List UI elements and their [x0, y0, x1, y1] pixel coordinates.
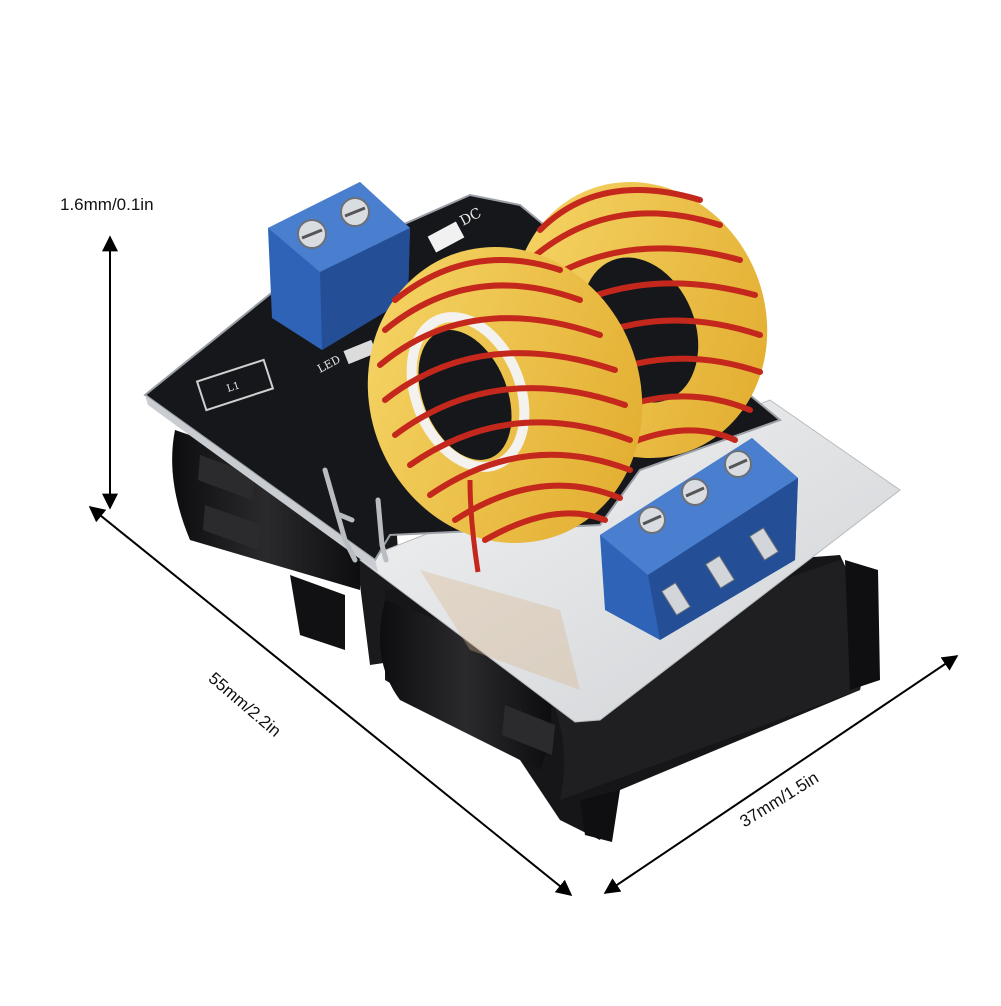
screw-icon — [724, 450, 752, 478]
component-leads — [322, 467, 389, 563]
input-terminal-block — [268, 182, 410, 350]
length-dimension-arrow — [88, 505, 573, 897]
screw-icon — [297, 219, 327, 249]
screw-icon — [681, 478, 709, 506]
height-dimension-label: 1.6mm/0.1in — [60, 195, 154, 214]
left-capacitor — [172, 430, 405, 665]
silkscreen-l1: L1 — [226, 380, 242, 394]
screw-icon — [638, 506, 666, 534]
output-terminal-block — [600, 438, 798, 640]
screw-icon — [340, 197, 370, 227]
width-dimension-arrow — [603, 655, 959, 894]
toroid-coil-front — [367, 247, 643, 573]
